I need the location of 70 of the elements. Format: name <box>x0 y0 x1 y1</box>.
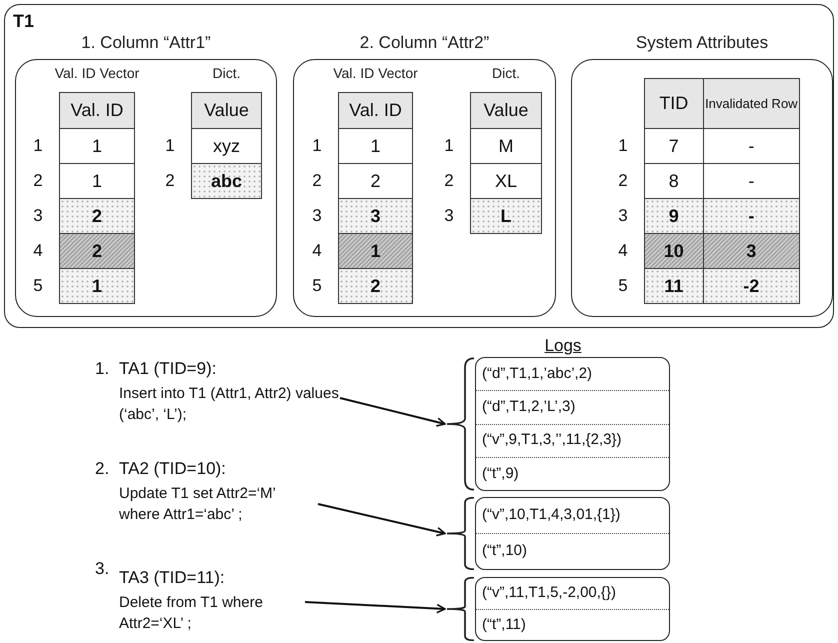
table-cell: - <box>702 199 799 233</box>
row-number: 5 <box>311 275 323 297</box>
row-number: 2 <box>443 170 455 192</box>
row-number: 3 <box>32 205 44 227</box>
row-number: 4 <box>617 240 629 262</box>
log-entry: (“t”,10) <box>482 541 527 562</box>
table-caption: Val. ID Vector <box>54 64 140 83</box>
header-cell: Invalidated Row <box>702 79 799 128</box>
row-number: 3 <box>311 205 323 227</box>
list-number: 2. <box>95 458 110 480</box>
panel-heading: System Attributes <box>636 32 768 54</box>
row-number: 4 <box>32 240 44 262</box>
section-heading: Logs <box>544 335 582 357</box>
table-title: T1 <box>13 10 34 33</box>
table-caption: Dict. <box>492 64 520 83</box>
row-number: 1 <box>32 135 44 157</box>
sql-statement: Delete from T1 where Attr2=‘XL’ ; <box>119 593 264 634</box>
table-frame <box>4 4 834 328</box>
sql-statement: Update T1 set Attr2=‘M’ where Attr1=‘abc’ ; <box>119 484 276 525</box>
list-number: 3. <box>95 558 110 580</box>
row-number: 3 <box>617 205 629 227</box>
table-cell: -2 <box>702 269 799 303</box>
table-cell: 3 <box>339 199 412 233</box>
log-entry: (“t”,9) <box>482 464 519 484</box>
transaction-title: TA2 (TID=10): <box>119 458 227 480</box>
arrow <box>340 397 446 427</box>
log-entry: (“d”,T1,2,’L’,3) <box>482 397 576 418</box>
log-entry: (“v”,11,T1,5,-2,00,{}) <box>482 583 616 603</box>
row-number: 2 <box>164 170 176 192</box>
row-number: 4 <box>311 240 323 262</box>
table-cell: 1 <box>60 269 134 303</box>
row-number: 1 <box>164 135 176 157</box>
panel-heading: 2. Column “Attr2” <box>360 32 490 54</box>
row-number: 5 <box>617 275 629 297</box>
table-cell: 10 <box>645 234 703 268</box>
row-number: 3 <box>443 205 455 227</box>
header-cell: Val. ID <box>60 93 134 128</box>
table-cell: 3 <box>702 234 799 268</box>
row-number: 5 <box>32 275 44 297</box>
sql-statement: Insert into T1 (Attr1, Attr2) values (‘abc’, ‘L’); <box>119 384 340 425</box>
row-number: 2 <box>311 170 323 192</box>
panel-heading: 1. Column “Attr1” <box>81 32 211 54</box>
table-cell: 2 <box>339 269 412 303</box>
table-cell: 2 <box>60 234 134 268</box>
log-entry: (“v”,10,T1,4,3,01,{1}) <box>482 505 620 526</box>
header-cell: Val. ID <box>339 93 412 128</box>
log-entry: (“d”,T1,1,’abc’,2) <box>482 364 592 384</box>
table-cell: abc <box>192 164 261 198</box>
header-cell: Value <box>192 93 261 128</box>
row-number: 2 <box>617 170 629 192</box>
row-number: 1 <box>617 135 629 157</box>
table-caption: Dict. <box>212 64 240 83</box>
table-caption: Val. ID Vector <box>333 64 418 83</box>
table-cell: 9 <box>645 199 703 233</box>
list-number: 1. <box>95 358 110 380</box>
row-number: 1 <box>311 135 323 157</box>
table-cell: 11 <box>645 269 703 303</box>
arrow <box>318 503 446 536</box>
row-number: 2 <box>32 170 44 192</box>
transaction-title: TA1 (TID=9): <box>119 358 218 380</box>
table-cell: 2 <box>60 199 134 233</box>
log-entry: (“t”,11) <box>482 614 526 634</box>
log-entry: (“v”,9,T1,3,’’,11,{2,3}) <box>482 430 622 450</box>
header-cell: TID <box>645 79 703 128</box>
header-cell: Value <box>471 93 541 128</box>
table-cell: 1 <box>339 234 412 268</box>
row-number: 1 <box>443 135 455 157</box>
transaction-title: TA3 (TID=11): <box>119 567 226 589</box>
arrow <box>304 601 446 614</box>
table-cell: L <box>471 199 541 233</box>
